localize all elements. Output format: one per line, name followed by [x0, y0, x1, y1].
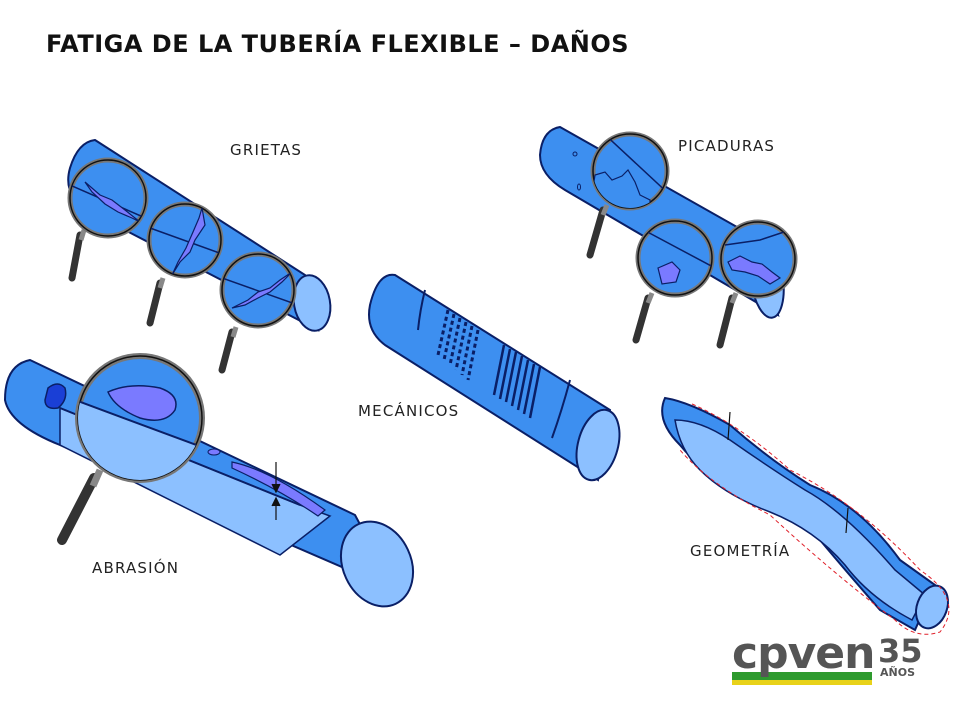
abrasion-pipe [3, 353, 414, 608]
crack-icon [84, 181, 141, 223]
logo-years: 35 [878, 632, 923, 670]
groove-icon [436, 309, 480, 381]
magnifier-icon [218, 251, 297, 374]
label-abrasion: ABRASIÓN [92, 559, 180, 577]
label-geometria: GEOMETRÍA [690, 542, 791, 560]
groove-icon [551, 379, 571, 439]
magnifier-icon [146, 201, 224, 327]
magnifier-icon [67, 157, 149, 282]
pitting-icon [727, 255, 782, 285]
pitting-icon [577, 183, 581, 191]
label-picaduras: PICADURAS [678, 137, 776, 155]
mechanical-pipe [368, 273, 621, 482]
pitting-pipe [538, 125, 798, 349]
pitting-icon [231, 461, 326, 517]
groove-icon [492, 344, 542, 419]
page-title: FATIGA DE LA TUBERÍA FLEXIBLE – DAÑOS [46, 30, 630, 58]
magnifier-icon [632, 218, 715, 344]
dimension-arrow-icon [845, 507, 849, 534]
dimension-arrow-icon [727, 411, 731, 441]
company-logo: cpven 35 AÑOS [732, 628, 923, 685]
magnifier-icon [716, 219, 798, 349]
label-grietas: GRIETAS [230, 141, 303, 159]
groove-icon [417, 289, 426, 331]
geometry-pipe [661, 396, 950, 635]
label-mecanicos: MECÁNICOS [358, 402, 460, 420]
logo-text: cpven [732, 628, 874, 679]
magnifier-icon [57, 353, 205, 545]
dimension-arrow-icon [271, 462, 281, 520]
pitting-icon [572, 151, 578, 157]
pitting-icon [657, 261, 681, 285]
cracks-pipe [67, 138, 332, 374]
logo-years-label: AÑOS [880, 666, 915, 679]
